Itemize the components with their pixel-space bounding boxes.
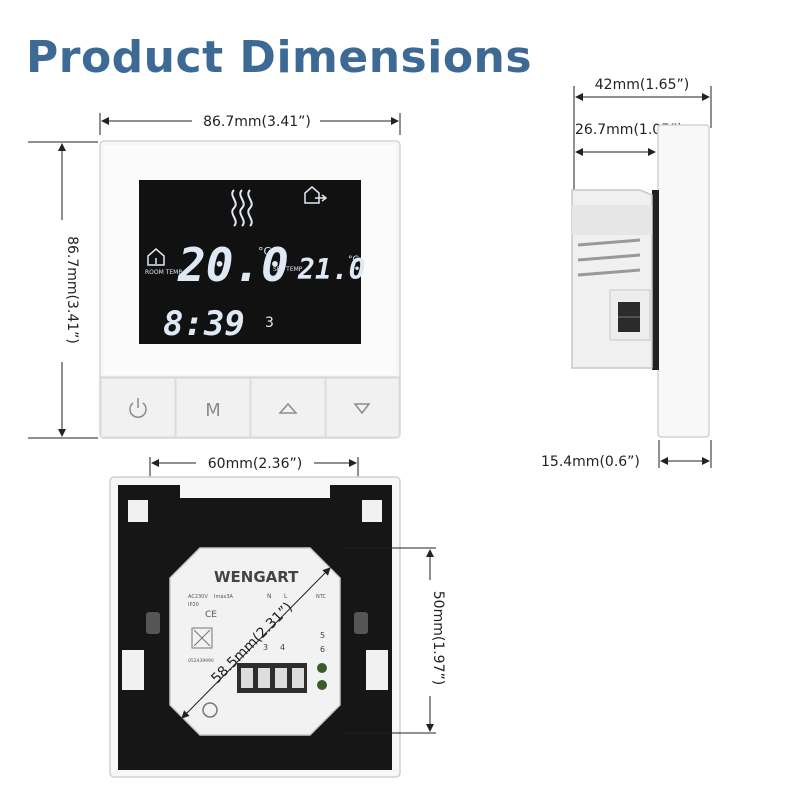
weekday-number: 3 bbox=[265, 315, 274, 331]
side-front-plate bbox=[657, 124, 710, 438]
brand-label: WENGART bbox=[214, 568, 299, 586]
terminal-n-label: N bbox=[267, 593, 272, 600]
power-icon bbox=[129, 398, 147, 418]
back-view: 60mm(2.36”) WENGART AC230V Imax3A IP20 C… bbox=[109, 456, 446, 778]
mount-spacing-label: 60mm(2.36”) bbox=[208, 456, 302, 472]
page-title: Product Dimensions bbox=[26, 32, 533, 83]
set-temp-label: SET TEMP bbox=[273, 266, 303, 273]
room-temp-value: 20.0 bbox=[177, 238, 289, 292]
rating-label: IP20 bbox=[188, 602, 199, 608]
up-arrow-icon bbox=[278, 402, 298, 414]
ce-label: CE bbox=[205, 610, 217, 620]
total-depth-label: 42mm(1.65”) bbox=[595, 77, 689, 93]
mount-hole-left bbox=[146, 612, 160, 634]
up-button[interactable] bbox=[250, 377, 326, 438]
side-view: 42mm(1.65”) 26.7mm(1.05”) 15.4mm(0.6”) bbox=[541, 77, 712, 470]
terminal-4-label: 4 bbox=[280, 643, 285, 652]
front-depth-label: 15.4mm(0.6”) bbox=[541, 454, 640, 470]
ntc-terminal-top bbox=[317, 663, 327, 673]
ntc-label: NTC bbox=[316, 594, 327, 600]
away-icon bbox=[304, 186, 328, 204]
module-height-label: 50mm(1.97”) bbox=[430, 591, 446, 685]
down-button[interactable] bbox=[325, 377, 400, 438]
voltage-label: AC230V bbox=[188, 594, 208, 600]
front-view: 86.7mm(3.41”) 86.7mm(3.41”) ROOM TEMP 20… bbox=[28, 113, 401, 439]
terminal-5-label: 5 bbox=[320, 631, 325, 640]
ntc-terminal-bottom bbox=[317, 680, 327, 690]
current-label: Imax3A bbox=[214, 594, 234, 600]
set-temp-unit: °C bbox=[348, 255, 359, 265]
heating-icon bbox=[231, 189, 253, 227]
home-icon bbox=[147, 248, 165, 266]
mode-button[interactable] bbox=[175, 377, 251, 438]
set-temp-value: 21.0 bbox=[297, 253, 365, 286]
room-temp-label: ROOM TEMP bbox=[145, 269, 182, 276]
clock-time: 8:39 bbox=[163, 304, 245, 344]
terminal-6-label: 6 bbox=[320, 645, 325, 654]
front-height-label: 86.7mm(3.41”) bbox=[64, 236, 80, 344]
room-temp-unit: °C bbox=[258, 245, 272, 258]
mode-label: M bbox=[205, 400, 221, 421]
terminal-3-label: 3 bbox=[263, 643, 268, 652]
front-width-label: 86.7mm(3.41”) bbox=[203, 114, 311, 130]
mount-hole-right bbox=[354, 612, 368, 634]
serial-label: 052439990 bbox=[188, 658, 214, 664]
body-depth-label: 26.7mm(1.05”) bbox=[575, 122, 683, 138]
down-arrow-icon bbox=[353, 403, 371, 415]
